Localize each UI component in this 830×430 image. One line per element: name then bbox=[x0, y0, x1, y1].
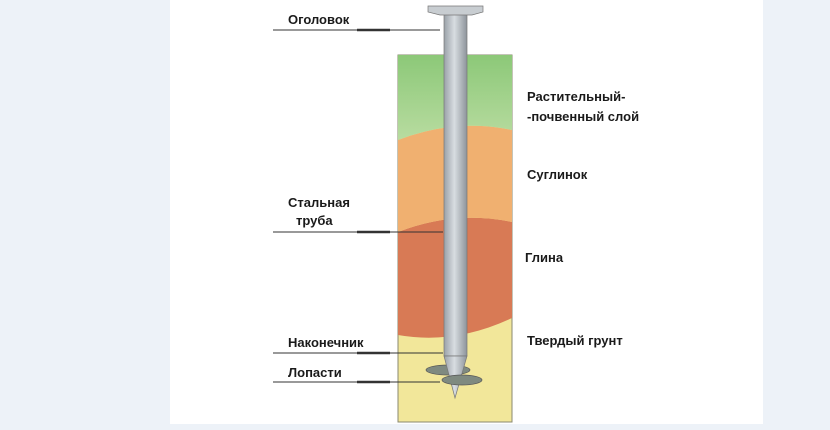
steel-pipe bbox=[443, 13, 468, 357]
screw-pile bbox=[425, 5, 484, 400]
label-pipe-line2: труба bbox=[296, 213, 333, 228]
leader-lines bbox=[273, 28, 443, 384]
label-head: Оголовок bbox=[288, 12, 350, 27]
label-blades: Лопасти bbox=[288, 365, 342, 380]
label-pipe-line1: Стальная bbox=[288, 195, 350, 210]
label-topsoil-line1: Растительный- bbox=[527, 89, 626, 104]
label-topsoil-line2: -почвенный слой bbox=[527, 109, 640, 124]
pile-head bbox=[427, 5, 484, 16]
blade bbox=[441, 374, 483, 386]
label-tip: Наконечник bbox=[288, 335, 364, 350]
label-hard-ground: Твердый грунт bbox=[527, 333, 623, 348]
label-loam: Суглинок bbox=[527, 167, 588, 182]
label-clay: Глина bbox=[525, 250, 564, 265]
